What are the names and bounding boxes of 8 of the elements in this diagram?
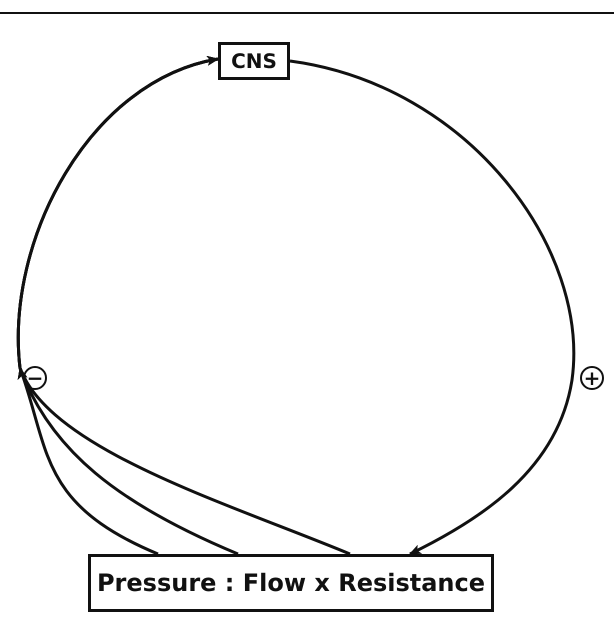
sign-symbol: −	[23, 366, 47, 390]
process-box	[88, 554, 494, 612]
node-label: Pressure : Flow x Resistance	[96, 569, 486, 597]
arrow	[16, 56, 351, 556]
arrow	[290, 60, 576, 556]
sign-symbol: +	[580, 366, 604, 390]
node-label: CNS	[231, 49, 277, 73]
process-box	[218, 42, 290, 80]
